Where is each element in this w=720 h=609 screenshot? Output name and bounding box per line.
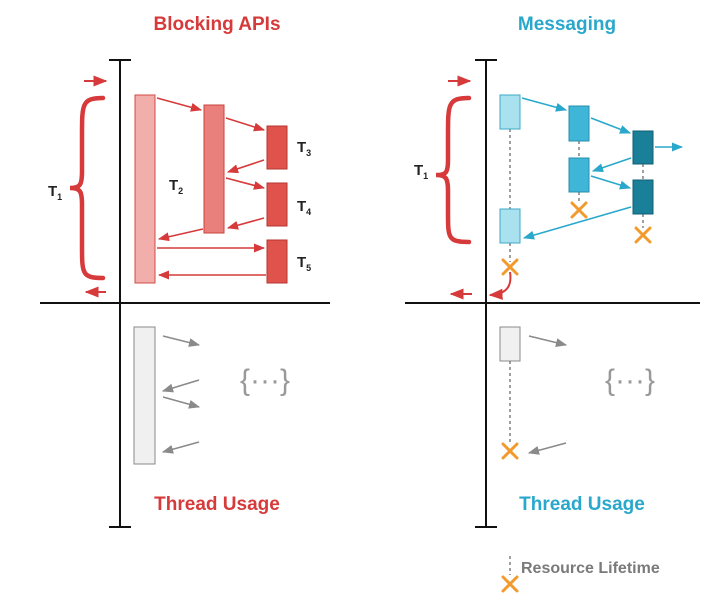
right-arrow-2 bbox=[590, 117, 632, 134]
left-bottom-title: Thread Usage bbox=[154, 494, 280, 515]
left-arrow-t2-to-t1 bbox=[157, 228, 204, 242]
right-block-1 bbox=[499, 94, 521, 130]
right-arrow-5 bbox=[590, 175, 632, 190]
left-title: Blocking APIs bbox=[153, 14, 280, 35]
right-block-2 bbox=[499, 208, 521, 244]
left-arrow-t2-to-t3 bbox=[225, 117, 266, 132]
left-thread-t5-bar bbox=[266, 239, 288, 284]
right-placeholder-ellipsis: {···} bbox=[605, 364, 655, 397]
left-t3-label: T3 bbox=[297, 139, 311, 158]
left-arrow-t3-to-t2 bbox=[226, 159, 265, 174]
right-end-marker-3 bbox=[634, 226, 652, 244]
right-arrow-6 bbox=[522, 206, 632, 240]
right-gray-arrow-2 bbox=[527, 442, 567, 455]
left-thread-t4-bar bbox=[266, 182, 288, 227]
left-thread-t3-bar bbox=[266, 125, 288, 170]
left-gray-arrow-4 bbox=[161, 441, 200, 454]
right-title: Messaging bbox=[518, 14, 616, 35]
right-usage-end-marker bbox=[501, 442, 519, 460]
left-arrow-t4-to-t2 bbox=[226, 217, 265, 230]
left-arrow-t1-to-t2 bbox=[156, 97, 203, 112]
right-bottom-title: Thread Usage bbox=[519, 494, 645, 515]
left-gray-arrow-2 bbox=[161, 379, 200, 393]
right-arrow-1 bbox=[521, 97, 568, 112]
right-gray-arrow-1 bbox=[528, 335, 568, 347]
right-thread-usage-bar bbox=[499, 326, 521, 362]
right-block-3 bbox=[568, 105, 590, 142]
left-gray-arrow-3 bbox=[162, 396, 201, 409]
left-t2-label: T2 bbox=[169, 177, 183, 196]
legend-end-marker bbox=[501, 575, 519, 593]
right-block-5 bbox=[632, 130, 654, 165]
left-gray-arrow-1 bbox=[162, 335, 201, 347]
left-thread-usage-bar bbox=[133, 326, 156, 465]
left-t5-label: T5 bbox=[297, 254, 311, 273]
left-arrow-t2-to-t4 bbox=[225, 177, 266, 190]
right-arrow-4 bbox=[591, 157, 632, 172]
left-t1-label: T1 bbox=[48, 183, 62, 202]
left-thread-t2-bar bbox=[203, 104, 225, 234]
legend-label: Resource Lifetime bbox=[521, 560, 660, 577]
right-end-marker-1 bbox=[501, 258, 519, 276]
right-block-4 bbox=[568, 157, 590, 193]
right-t1-label: T1 bbox=[414, 162, 428, 181]
left-t4-label: T4 bbox=[297, 198, 311, 217]
left-thread-t1-bar bbox=[134, 94, 156, 284]
right-block-6 bbox=[632, 179, 654, 215]
left-brace bbox=[69, 95, 106, 281]
right-return-curve bbox=[488, 271, 512, 300]
right-end-marker-2 bbox=[570, 201, 588, 219]
left-placeholder-ellipsis: {···} bbox=[240, 364, 290, 397]
right-brace bbox=[435, 95, 472, 245]
